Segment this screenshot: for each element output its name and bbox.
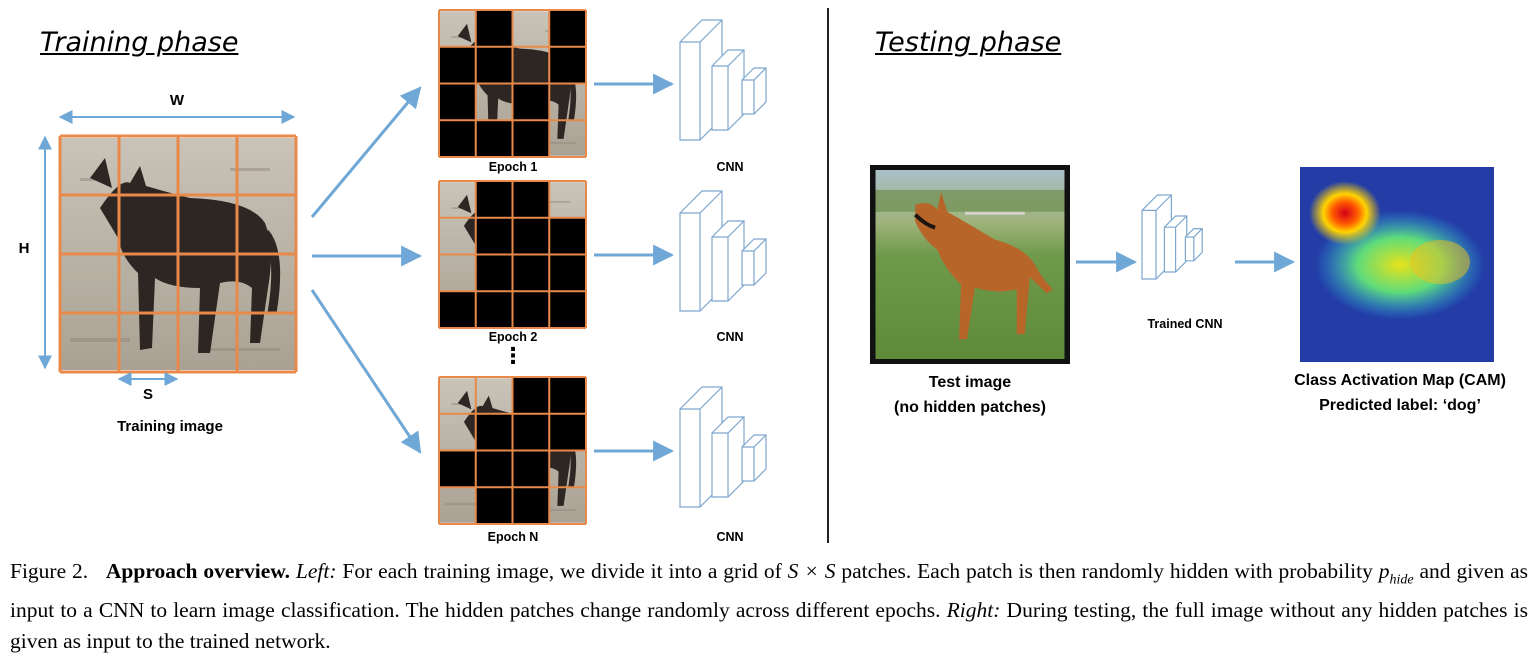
hidden-patch: [439, 120, 476, 157]
hidden-patch: [475, 217, 513, 255]
test-image-label: Test image: [928, 374, 1012, 391]
training-image-label: Training image: [117, 418, 223, 435]
hidden-patch: [512, 181, 550, 218]
hidden-patch: [439, 83, 476, 121]
hidden-patch: [475, 46, 513, 84]
hidden-patch: [549, 413, 586, 451]
hidden-patch: [549, 10, 586, 47]
caption-right-word: Right:: [946, 598, 1001, 623]
hidden-patch: [512, 291, 550, 328]
training-phase-title: Training phase: [40, 27, 239, 58]
hidden-patch: [512, 377, 550, 414]
hidden-patch: [475, 413, 513, 451]
epoch-label: Epoch 2: [488, 330, 538, 344]
caption-text: and given as input to a CNN to learn ima…: [10, 559, 1529, 623]
hidden-patch: [439, 450, 476, 488]
hidden-patch: [475, 10, 513, 47]
height-dimension-label: H: [18, 240, 30, 257]
figure: Training phase Testing phase W H S Train…: [18, 8, 1506, 544]
hidden-patch: [475, 291, 513, 328]
math-p: p: [1378, 559, 1390, 583]
hidden-patch: [549, 291, 586, 328]
cam-body-warm: [1410, 240, 1470, 284]
hidden-patch: [475, 487, 513, 524]
caption-math-phide: phide: [1378, 559, 1414, 587]
caption-text: For each training image, we divide it in…: [342, 559, 782, 583]
cam-label: Class Activation Map (CAM): [1294, 372, 1506, 389]
hidden-patch: [549, 254, 586, 292]
math-sub-hide: hide: [1389, 572, 1414, 588]
hidden-patch: [512, 487, 550, 524]
figure-caption: Figure 2. Approach overview. Left: For e…: [10, 556, 1528, 657]
caption-title: Approach overview.: [105, 559, 290, 583]
hidden-patch: [512, 120, 550, 157]
hidden-patch: [512, 254, 550, 292]
epoch-arrow: [310, 289, 422, 454]
hidden-patch: [439, 46, 476, 84]
test-image-sublabel: (no hidden patches): [894, 399, 1046, 416]
caption-left-word: Left:: [295, 559, 337, 583]
hidden-patch: [475, 450, 513, 488]
hidden-patch: [512, 413, 550, 451]
patch-size-label: S: [142, 386, 153, 403]
hidden-patch: [512, 83, 550, 121]
hidden-patch: [549, 377, 586, 414]
hidden-patch: [549, 46, 586, 84]
figure-diagram: [38, 8, 1494, 543]
testing-phase-title: Testing phase: [875, 27, 1062, 58]
test-image-photo: [875, 170, 1065, 359]
hidden-patch: [475, 254, 513, 292]
hidden-patch: [439, 291, 476, 328]
hidden-patch: [549, 217, 586, 255]
epoch-label: Epoch N: [487, 530, 539, 544]
epoch-ellipsis: ⋮: [502, 343, 524, 368]
width-dimension-label: W: [169, 92, 185, 109]
caption-figure-number: Figure 2.: [10, 559, 89, 583]
caption-text: patches. Each patch is then randomly hid…: [841, 559, 1373, 583]
cnn-label: CNN: [716, 330, 744, 344]
caption-math-grid: S × S: [787, 559, 836, 583]
epoch-arrow: [310, 86, 422, 218]
hidden-patch: [475, 120, 513, 157]
predicted-label: Predicted label: ‘dog’: [1319, 397, 1481, 414]
hidden-patch: [512, 217, 550, 255]
hidden-patch: [475, 181, 513, 218]
epoch-label: Epoch 1: [488, 160, 538, 174]
trained-cnn-label: Trained CNN: [1147, 317, 1223, 331]
caption-text: During testing, the full image without a…: [10, 598, 1529, 654]
cnn-label: CNN: [716, 160, 744, 174]
hidden-patch: [512, 450, 550, 488]
cam-hot-spot: [1309, 181, 1381, 245]
cnn-label: CNN: [716, 530, 744, 544]
